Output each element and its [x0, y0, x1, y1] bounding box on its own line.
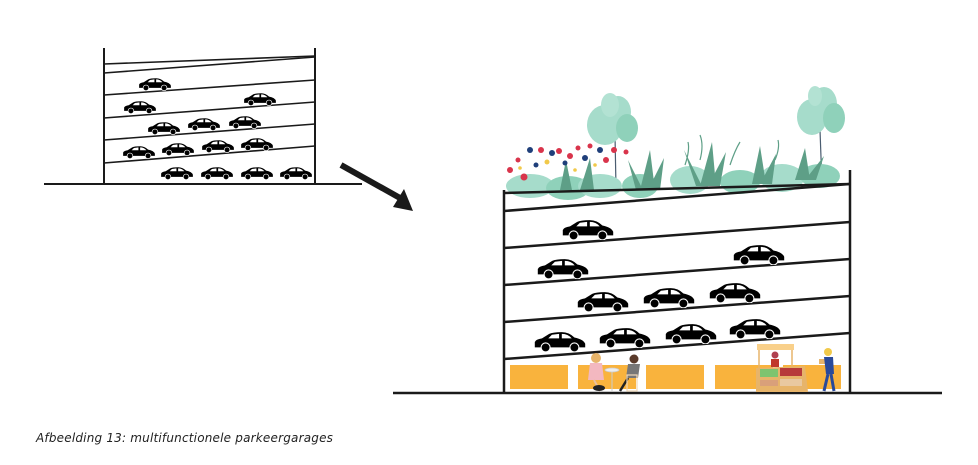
shop-panel	[646, 365, 704, 389]
green-roof	[506, 86, 845, 200]
dog-icon	[593, 385, 605, 391]
floor-slabs	[103, 55, 316, 164]
car	[534, 332, 586, 352]
car	[729, 319, 781, 339]
car	[643, 288, 695, 308]
car	[147, 122, 181, 135]
market-stall	[756, 344, 808, 392]
car	[123, 101, 157, 114]
car	[200, 167, 234, 180]
cars	[122, 78, 313, 180]
car	[138, 78, 172, 91]
car	[562, 220, 614, 240]
transformation-arrow	[339, 162, 413, 211]
car	[279, 167, 313, 180]
car	[709, 283, 761, 303]
cars	[534, 220, 785, 352]
plants	[506, 134, 840, 200]
car	[733, 245, 785, 265]
floor-slabs	[503, 182, 851, 361]
cafe-terrace	[588, 353, 640, 392]
car	[537, 259, 589, 279]
figure-caption: Afbeelding 13: multifunctionele parkeerg…	[36, 431, 334, 445]
car	[665, 324, 717, 344]
car	[228, 116, 262, 129]
car	[577, 292, 629, 312]
car	[243, 93, 277, 106]
car	[599, 328, 651, 348]
tree-icon	[587, 93, 638, 189]
car	[161, 143, 195, 156]
car	[122, 146, 156, 159]
tree-icon	[797, 86, 845, 186]
car	[240, 167, 274, 180]
person-icon	[819, 348, 836, 392]
car	[240, 138, 274, 151]
car	[160, 167, 194, 180]
before-garage	[44, 48, 362, 185]
flowers	[507, 143, 629, 181]
car	[201, 140, 235, 153]
after-garage	[393, 86, 942, 395]
shop-panel	[510, 365, 568, 389]
car	[187, 118, 221, 131]
